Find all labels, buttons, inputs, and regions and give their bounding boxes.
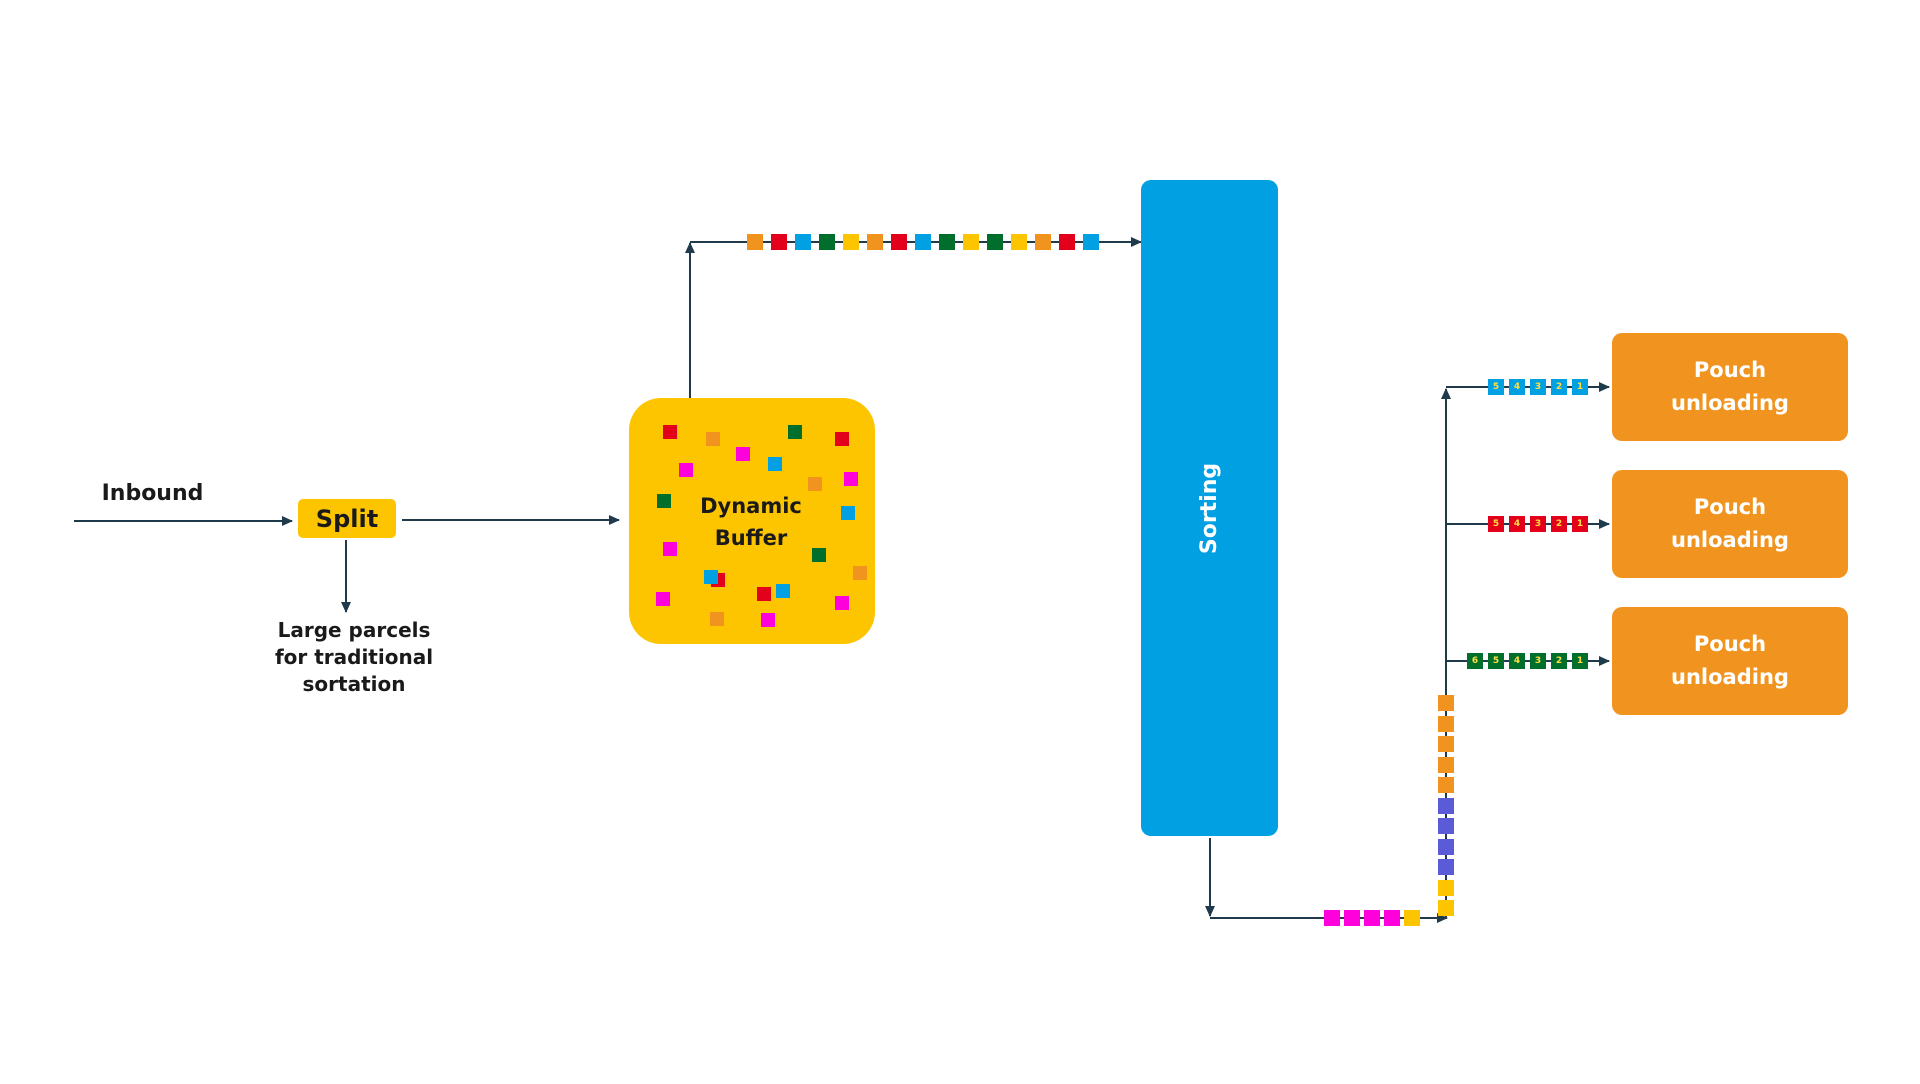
- large-parcels-label: Large parcels for traditional sortation: [274, 618, 434, 696]
- parcel-buffer: [776, 584, 790, 598]
- parcel-top-queue: [795, 234, 811, 250]
- output-parcel-number: 3: [1534, 382, 1542, 392]
- output-parcel: [1572, 653, 1588, 669]
- output-parcel-number: 5: [1492, 656, 1500, 666]
- parcel-top-queue: [939, 234, 955, 250]
- output-parcel: [1488, 379, 1504, 395]
- parcel-buffer: [812, 548, 826, 562]
- pouch-unloading-1: Pouch unloading: [1612, 333, 1848, 441]
- output-parcel: [1467, 653, 1483, 669]
- output-parcel: [1572, 379, 1588, 395]
- output-parcel-number: 4: [1513, 382, 1521, 392]
- parcel-bottom-queue: [1404, 910, 1420, 926]
- parcel-vertical-queue: [1438, 756, 1454, 773]
- sorting-box: Sorting: [1141, 180, 1278, 836]
- parcel-top-queue: [1059, 234, 1075, 250]
- pouch-unloading-label-1: Pouch unloading: [1671, 358, 1789, 415]
- parcel-top-queue: [747, 234, 763, 250]
- output-parcel: [1488, 516, 1504, 532]
- inbound-label: Inbound: [101, 481, 204, 506]
- parcel-vertical-queue: [1438, 818, 1454, 834]
- dynamic-buffer-box: [629, 398, 875, 644]
- parcel-buffer: [757, 587, 771, 601]
- output-parcel-number: 1: [1576, 519, 1584, 529]
- output-parcel-number: 5: [1492, 519, 1500, 529]
- parcel-top-queue: [843, 234, 859, 250]
- output-parcel-number: 1: [1576, 382, 1584, 392]
- parcel-top-queue: [819, 234, 835, 250]
- parcel-buffer: [736, 447, 750, 461]
- output-parcel-number: 6: [1471, 656, 1479, 666]
- parcel-bottom-queue: [1384, 910, 1400, 926]
- parcel-vertical-queue: [1438, 879, 1454, 896]
- output-parcel-number: 1: [1576, 656, 1584, 666]
- pouch-unloading-3: Pouch unloading: [1612, 607, 1848, 715]
- parcel-buffer: [788, 425, 802, 439]
- parcel-top-queue: [867, 234, 883, 250]
- parcel-buffer: [768, 457, 782, 471]
- dynamic-buffer-label: Dynamic Buffer: [700, 494, 802, 550]
- parcel-bottom-queue: [1324, 910, 1340, 926]
- parcel-vertical-queue: [1438, 736, 1454, 752]
- parcel-buffer: [706, 432, 720, 446]
- parcel-vertical-queue: [1438, 777, 1454, 793]
- split-label: Split: [315, 504, 379, 533]
- parcel-buffer: [663, 425, 677, 439]
- parcel-top-queue: [1011, 234, 1027, 250]
- parcel-buffer: [808, 477, 822, 491]
- output-parcel: [1551, 653, 1567, 669]
- parcel-vertical-queue: [1438, 715, 1454, 732]
- parcel-vertical-queue: [1438, 838, 1454, 855]
- output-parcel-number: 2: [1555, 656, 1563, 666]
- parcel-buffer: [844, 472, 858, 486]
- parcel-buffer: [841, 506, 855, 520]
- output-parcel: [1509, 653, 1525, 669]
- parcel-top-queue: [987, 234, 1003, 250]
- output-parcel: [1551, 379, 1567, 395]
- parcel-top-queue: [1083, 234, 1099, 250]
- parcel-bottom-queue: [1344, 910, 1360, 926]
- output-parcel-number: 3: [1534, 656, 1542, 666]
- sorting-label: Sorting: [1197, 462, 1222, 554]
- parcel-buffer: [835, 432, 849, 446]
- parcel-buffer: [656, 592, 670, 606]
- parcel-top-queue: [891, 234, 907, 250]
- parcel-vertical-queue: [1438, 797, 1454, 814]
- parcel-top-queue: [1035, 234, 1051, 250]
- parcel-bottom-queue: [1364, 910, 1380, 926]
- parcel-buffer: [663, 542, 677, 556]
- parcel-top-queue: [915, 234, 931, 250]
- output-parcel: [1530, 516, 1546, 532]
- output-parcel: [1530, 653, 1546, 669]
- pouch-unloading-label-2: Pouch unloading: [1671, 495, 1789, 552]
- output-parcel-number: 5: [1492, 382, 1500, 392]
- output-parcel: [1509, 379, 1525, 395]
- pouch-unloading-label-3: Pouch unloading: [1671, 632, 1789, 689]
- parcel-buffer: [710, 612, 724, 626]
- parcel-buffer: [679, 463, 693, 477]
- output-parcel: [1509, 516, 1525, 532]
- parcel-buffer: [704, 570, 718, 584]
- parcel-vertical-queue: [1438, 859, 1454, 875]
- parcel-buffer: [657, 494, 671, 508]
- output-parcel: [1530, 379, 1546, 395]
- output-parcel-number: 4: [1513, 519, 1521, 529]
- parcel-buffer: [835, 596, 849, 610]
- parcel-vertical-queue: [1438, 695, 1454, 711]
- parcel-buffer: [853, 566, 867, 580]
- parcel-top-queue: [771, 234, 787, 250]
- pouch-unloading-2: Pouch unloading: [1612, 470, 1848, 578]
- output-parcel: [1572, 516, 1588, 532]
- parcel-buffer: [761, 613, 775, 627]
- output-parcel-number: 4: [1513, 656, 1521, 666]
- parcel-vertical-queue: [1438, 900, 1454, 916]
- output-parcel: [1488, 653, 1504, 669]
- output-parcel-number: 2: [1555, 519, 1563, 529]
- output-parcel-number: 2: [1555, 382, 1563, 392]
- output-parcel-number: 3: [1534, 519, 1542, 529]
- output-parcel: [1551, 516, 1567, 532]
- parcel-top-queue: [963, 234, 979, 250]
- split-box: Split: [298, 499, 396, 538]
